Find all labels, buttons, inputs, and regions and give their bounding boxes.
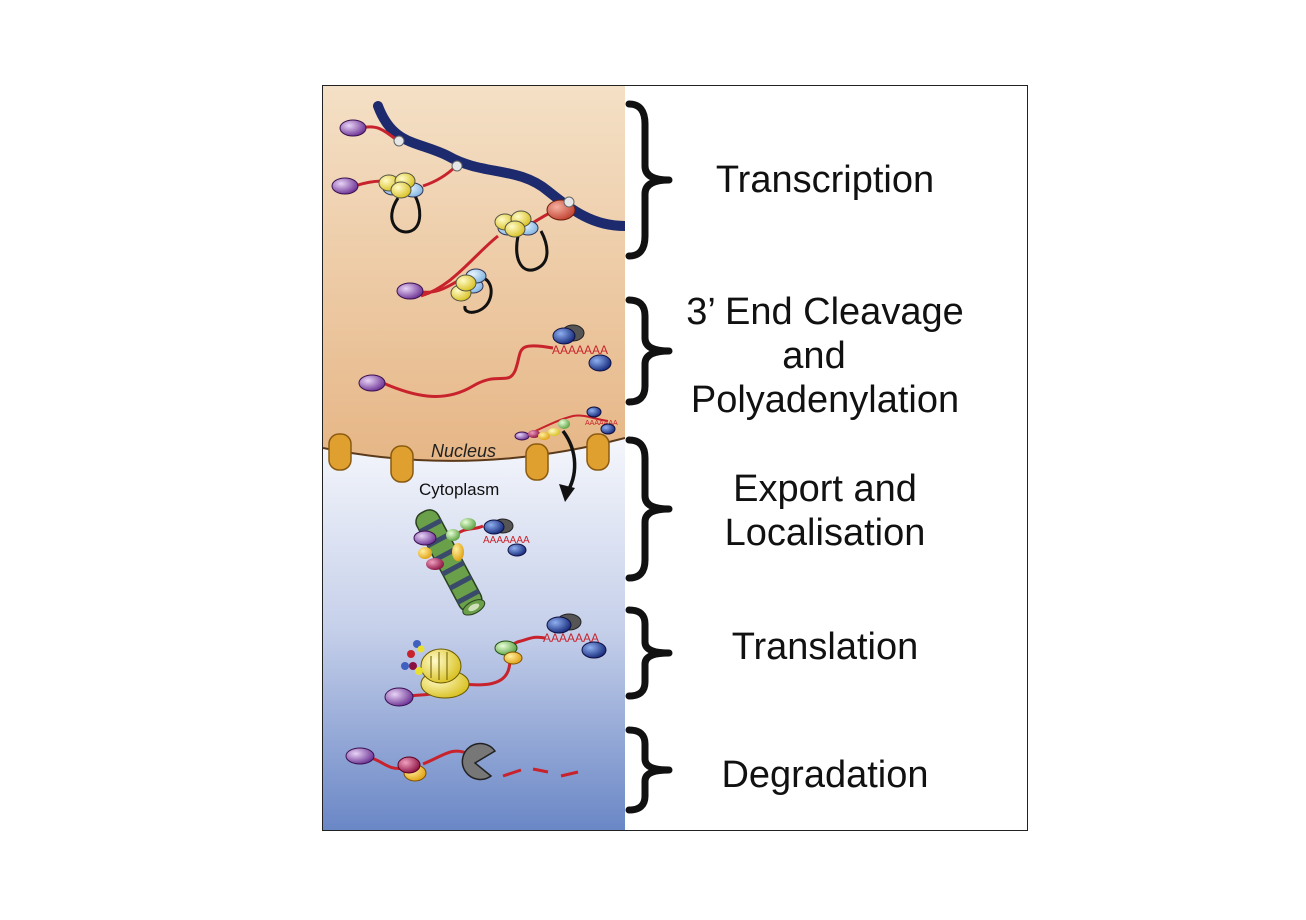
5-prime-cap (358, 374, 386, 392)
5-prime-cap (384, 687, 414, 707)
5-prime-cap (331, 177, 359, 195)
nuclear-pore (525, 443, 549, 481)
stage-label-export: Export and Localisation (724, 468, 926, 554)
mrna-strand (382, 344, 554, 398)
pabp-protein (581, 641, 607, 659)
ribosome (420, 648, 470, 699)
stage-label-translation: Translation (731, 626, 919, 668)
pabp-protein (600, 423, 616, 435)
pabp-protein (552, 327, 576, 345)
stage-label-transcription: Transcription (715, 159, 935, 201)
mrna-lifecycle-illustration: Nucleus Cytoplasm AAAAAAA (323, 86, 625, 830)
export-arrowhead (559, 484, 575, 502)
polymerase-site (451, 160, 463, 172)
brace-transcription (625, 100, 673, 260)
spliceosome (494, 210, 539, 238)
nuclear-pore (586, 433, 610, 471)
stage-label-degradation: Degradation (721, 754, 929, 796)
stage-label-polyadenylation: 3’ End Cleavage and Polyadenylation (686, 291, 964, 421)
pabp-protein (507, 543, 527, 557)
nuclear-envelope (323, 437, 625, 462)
pabp-protein (546, 616, 572, 634)
5-prime-cap (345, 747, 375, 765)
5-prime-cap (396, 282, 424, 300)
5-prime-cap (339, 119, 367, 137)
nuclear-pore (390, 445, 414, 483)
decapping-complex (397, 756, 421, 774)
brace-export (625, 436, 673, 582)
cytoplasm-label: Cytoplasm (419, 480, 499, 499)
pabp-protein (483, 519, 505, 535)
translation-factor (503, 651, 523, 665)
spliceosome (450, 268, 487, 302)
export-complex (514, 419, 570, 441)
brace-polyadenylation (625, 296, 673, 406)
polymerase-site (393, 135, 405, 147)
intron-loop (515, 230, 549, 272)
pabp-protein (586, 406, 602, 418)
exonuclease (461, 742, 497, 781)
brace-degradation (625, 726, 673, 814)
brace-translation (625, 606, 673, 700)
pabp-protein (588, 354, 612, 372)
intron-loop (390, 195, 422, 234)
poly-a-tail: AAAAAAA (585, 420, 618, 427)
poly-a-tail: AAAAAAA (483, 535, 530, 546)
localisation-complex (413, 518, 476, 570)
polymerase-site (563, 196, 575, 208)
nucleus-label: Nucleus (431, 441, 496, 461)
poly-a-tail: AAAAAAA (552, 343, 608, 357)
dna-strand (373, 101, 625, 231)
poly-a-tail: AAAAAAA (543, 631, 599, 645)
nuclear-pore (328, 433, 352, 471)
mrna-strand (420, 279, 459, 294)
nascent-peptide (401, 640, 425, 675)
degraded-mrna (502, 767, 579, 778)
spliceosome (378, 172, 424, 199)
